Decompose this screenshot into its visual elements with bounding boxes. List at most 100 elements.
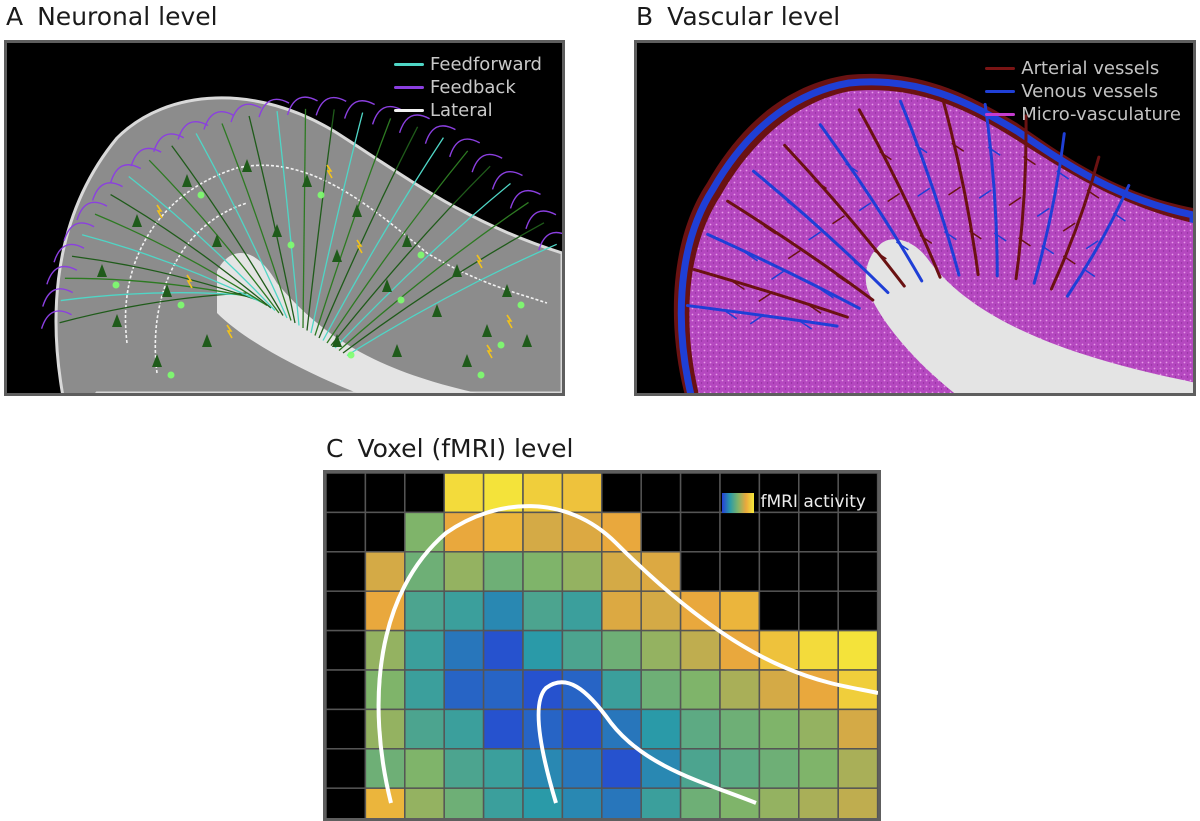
voxel-cell <box>679 787 721 818</box>
feedback-fiber <box>130 147 162 167</box>
pyramidal-neuron <box>112 314 122 327</box>
active-synapse <box>287 241 295 249</box>
voxel-cell <box>758 511 800 553</box>
capillary-branch <box>820 289 834 299</box>
radial-fiber <box>248 115 296 324</box>
voxel-cell <box>404 708 445 750</box>
voxel-cell <box>522 511 564 553</box>
active-synapse <box>477 371 485 379</box>
arterial-branch <box>783 143 906 288</box>
feedback-fiber <box>230 103 262 123</box>
radial-fiber <box>110 194 272 309</box>
radial-fiber <box>302 108 307 329</box>
venous-branch <box>751 169 890 295</box>
lateral-connection <box>154 202 248 374</box>
voxel-cell <box>561 629 603 671</box>
capillary-branch <box>832 215 845 225</box>
voxel-cell <box>326 551 367 592</box>
voxel-cell <box>837 511 878 553</box>
fmri-legend-label: fMRI activity <box>760 492 866 512</box>
voxel-cell <box>758 590 800 632</box>
voxel-cell <box>798 551 839 592</box>
pyramidal-neuron <box>132 214 142 227</box>
legend-swatch-feedback <box>394 86 425 89</box>
active-synapse <box>177 301 185 309</box>
voxel-cell <box>679 551 721 592</box>
active-synapse <box>417 251 425 259</box>
feedback-fiber <box>509 190 541 209</box>
radial-fiber <box>148 159 280 314</box>
voxel-cell <box>837 787 878 818</box>
feedback-fiber <box>398 114 430 133</box>
active-synapse <box>397 296 405 304</box>
radial-fiber <box>128 176 276 311</box>
feedback-fiber <box>91 182 123 201</box>
neuronal-level-panel: Feedforward Feedback Lateral <box>4 40 565 396</box>
voxel-cells <box>326 473 878 818</box>
feedback-fiber <box>471 153 503 173</box>
voxel-cell <box>326 473 367 514</box>
arterial-branch <box>1014 114 1028 281</box>
voxel-cell <box>798 787 839 818</box>
feedback-fiber <box>538 231 562 251</box>
voxel-cell <box>719 669 761 711</box>
radial-fiber <box>81 234 264 304</box>
capillary-branch <box>858 202 872 212</box>
capillary-branch <box>1113 212 1126 222</box>
voxel-cell <box>326 590 367 632</box>
feedback-fiber <box>491 171 523 190</box>
voxel-cell <box>601 473 642 514</box>
neuronal-diagram <box>40 96 562 393</box>
capillary-branch <box>1041 245 1055 255</box>
voxel-cell <box>679 669 721 711</box>
voxel-cell <box>561 748 603 789</box>
pyramidal-neuron <box>482 324 492 337</box>
voxel-cell <box>758 748 800 789</box>
voxel-cell <box>404 787 445 818</box>
voxel-cell <box>758 787 800 818</box>
venous-branch <box>1032 132 1066 285</box>
voxel-cell <box>601 787 642 818</box>
voxel-cell <box>719 708 761 750</box>
radial-fiber <box>338 201 529 351</box>
voxel-cell <box>326 511 367 553</box>
legend-item-feedforward: Feedforward <box>394 53 542 76</box>
capillary-branch <box>1018 237 1031 247</box>
capillary-branch <box>951 142 965 152</box>
feedback-fiber <box>343 100 375 119</box>
pyramidal-neuron <box>202 334 212 347</box>
spike-spark <box>486 344 493 359</box>
capillary-branch <box>919 234 933 244</box>
voxel-cell <box>719 748 761 789</box>
white-matter-wedge <box>217 252 477 393</box>
feedback-fiber <box>153 133 185 152</box>
voxel-cell <box>601 748 642 789</box>
vessel-branches <box>685 97 1131 330</box>
voxel-cell <box>679 708 721 750</box>
voxel-cell <box>404 511 445 553</box>
voxel-cell <box>719 551 761 592</box>
voxel-cell <box>719 511 761 553</box>
pyramidal-neuron <box>502 284 512 297</box>
panel-b-letter: B <box>636 2 654 31</box>
spike-spark <box>476 254 483 269</box>
legend-item-micro: Micro-vasculature <box>985 103 1181 126</box>
capillary-branch <box>895 241 909 251</box>
fmri-colorbar <box>722 492 755 513</box>
voxel-cell <box>443 748 485 789</box>
feedback-fiber <box>371 106 403 125</box>
voxel-cell <box>758 708 800 750</box>
voxel-cell <box>364 669 406 711</box>
pyramidal-neuron <box>392 344 402 357</box>
capillary-branch <box>724 310 738 320</box>
voxel-cell <box>679 590 721 632</box>
voxel-cell <box>640 511 682 553</box>
voxel-cell <box>561 787 603 818</box>
capillary-branch <box>808 304 822 314</box>
legend-item-arterial: Arterial vessels <box>985 57 1181 80</box>
legend-swatch-arterial <box>985 67 1016 70</box>
venous-branch <box>983 102 999 278</box>
spike-spark <box>356 239 363 254</box>
voxel-cell <box>482 551 524 592</box>
venous-outline <box>677 78 1193 393</box>
